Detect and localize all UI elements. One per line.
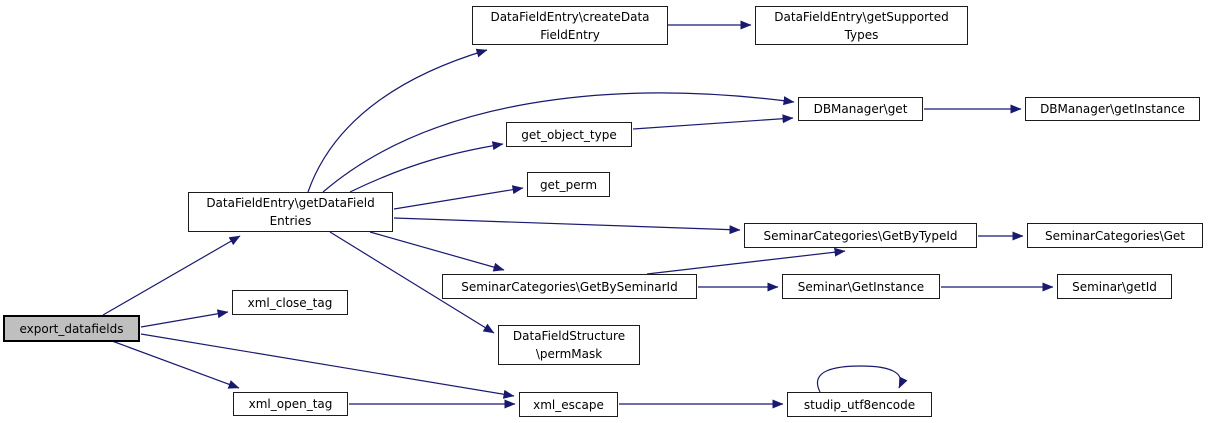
edge-studip-to-studip xyxy=(817,365,908,393)
node-label-line: xml_close_tag xyxy=(247,295,333,310)
graph-node-getperm[interactable]: get_perm xyxy=(527,172,610,197)
node-label-line: DBManager\getInstance xyxy=(1040,102,1185,116)
graph-node-studip[interactable]: studip_utf8encode xyxy=(787,392,932,417)
edge-entries-to-objtype xyxy=(349,141,504,193)
graph-node-byseminarid[interactable]: SeminarCategories\GetBySeminarId xyxy=(442,274,697,299)
node-label-line: xml_open_tag xyxy=(248,397,333,411)
graph-node-closetag[interactable]: xml_close_tag xyxy=(232,290,348,315)
edge-byseminarid-to-typeid xyxy=(646,247,846,275)
node-label-line: SeminarCategories\GetByTypeId xyxy=(763,228,958,243)
node-label-line: SeminarCategories\GetBySeminarId xyxy=(461,279,678,294)
graph-node-opentag[interactable]: xml_open_tag xyxy=(233,392,348,416)
edge-export-to-closetag xyxy=(140,309,229,328)
node-label-line: DBManager\get xyxy=(813,102,908,116)
edge-export-to-opentag xyxy=(111,340,240,389)
edge-objtype-to-dbget xyxy=(632,114,794,130)
graph-node-scget[interactable]: SeminarCategories\Get xyxy=(1027,223,1203,248)
edge-entries-to-typeid xyxy=(393,217,741,235)
edge-entries-to-create xyxy=(307,48,488,193)
node-label-line: Types xyxy=(844,27,879,42)
node-label-line: Entries xyxy=(269,214,312,228)
edge-entries-to-byseminarid xyxy=(369,231,505,272)
graph-node-objtype[interactable]: get_object_type xyxy=(506,122,632,147)
node-label-line: studip_utf8encode xyxy=(803,397,916,412)
node-label-line: DataFieldEntry\getSupported xyxy=(774,9,949,24)
node-label-line: DataFieldEntry\createData xyxy=(490,9,650,24)
graph-node-seminstance[interactable]: Seminar\GetInstance xyxy=(782,274,940,299)
edge-export-to-escape xyxy=(140,333,515,399)
node-label-line: SeminarCategories\Get xyxy=(1044,228,1186,243)
graph-node-permmask[interactable]: DataFieldStructure \permMask xyxy=(498,325,640,365)
node-label-line: get_perm xyxy=(539,177,598,192)
node-label-line: DataFieldStructure xyxy=(512,329,626,343)
node-label-line: export_datafields xyxy=(19,321,124,336)
node-label-line: get_object_type xyxy=(521,127,617,142)
graph-node-escape[interactable]: xml_escape xyxy=(519,392,618,417)
node-label-line: Seminar\getId xyxy=(1072,279,1157,294)
edge-group xyxy=(102,20,1054,409)
node-label-line: Seminar\GetInstance xyxy=(797,279,925,294)
node-label-line: \permMask xyxy=(535,347,603,361)
graph-node-dbinstance[interactable]: DBManager\getInstance xyxy=(1025,97,1200,121)
graph-node-export: export_datafields xyxy=(3,315,140,342)
graph-node-semgetid[interactable]: Seminar\getId xyxy=(1057,274,1172,299)
graph-node-typeid[interactable]: SeminarCategories\GetByTypeId xyxy=(744,223,977,248)
graph-node-dbget[interactable]: DBManager\get xyxy=(798,97,923,121)
node-label-line: FieldEntry xyxy=(540,27,600,42)
edge-export-to-entries xyxy=(102,235,241,316)
node-label-line: xml_escape xyxy=(533,397,604,412)
node-label-line: DataFieldEntry\getDataField xyxy=(206,196,375,210)
edge-entries-to-getperm xyxy=(393,185,524,210)
edge-entries-to-dbget xyxy=(322,92,795,193)
edge-entries-to-permmask xyxy=(329,231,495,334)
